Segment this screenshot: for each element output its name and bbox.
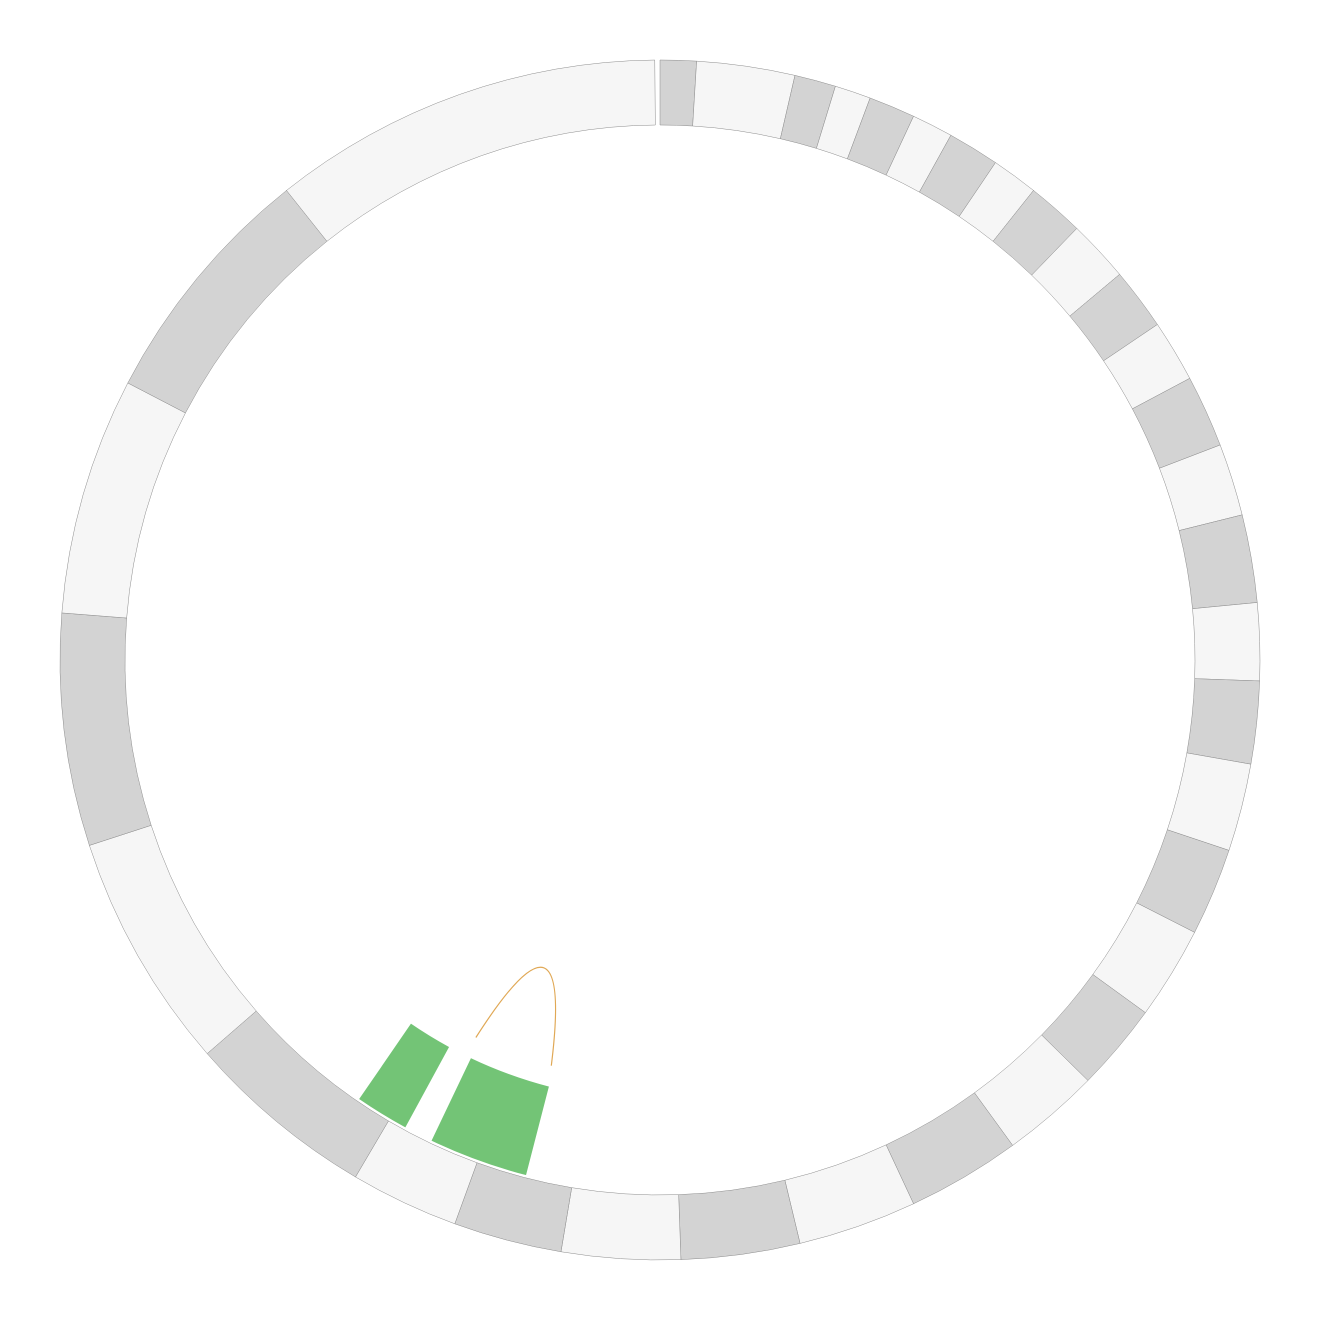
ideogram-segment-25 — [678, 1179, 801, 1260]
ideogram-segment-1 — [659, 59, 697, 127]
ideogram-ring — [59, 59, 1261, 1261]
ideogram-segment-32 — [61, 382, 186, 619]
ideogram-segment-2 — [692, 60, 796, 140]
ideogram-segment-30 — [89, 825, 257, 1054]
ideogram-segment-31 — [59, 612, 152, 846]
ideogram-segment-26 — [560, 1187, 682, 1261]
ideogram-segment-16 — [1192, 602, 1261, 682]
ideogram-segment-34 — [286, 59, 656, 242]
highlight-block-2 — [429, 1056, 551, 1177]
highlight-track — [357, 1021, 551, 1177]
ideogram-segment-17 — [1186, 678, 1260, 765]
link-track — [475, 966, 557, 1066]
ideogram-segment-33 — [127, 190, 328, 414]
highlight-block-1 — [357, 1021, 452, 1130]
ideogram-segment-15 — [1178, 514, 1258, 609]
link-1 — [475, 966, 557, 1066]
